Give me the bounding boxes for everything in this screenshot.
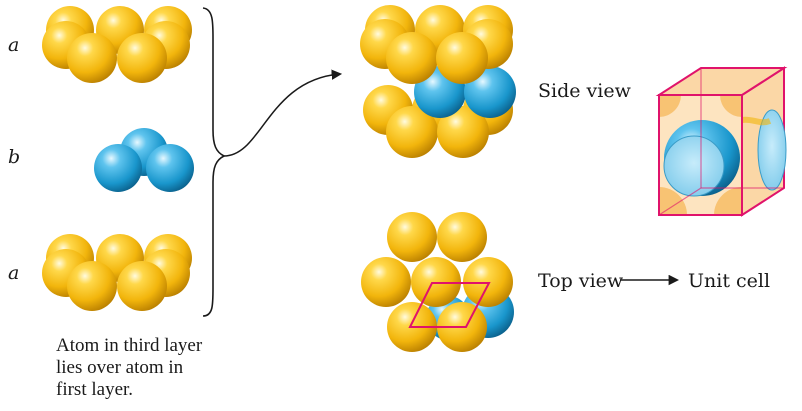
layer-a-top-atoms bbox=[42, 6, 192, 83]
layer-a-bottom-atoms bbox=[42, 234, 192, 311]
side-view-stack bbox=[360, 5, 516, 158]
grouping-brace bbox=[202, 7, 226, 317]
third-layer-caption: Atom in third layer lies over atom in fi… bbox=[56, 335, 203, 400]
top-view-packing bbox=[361, 212, 514, 352]
unit-cell-label: Unit cell bbox=[688, 270, 771, 292]
unit-cell-outline bbox=[408, 282, 491, 328]
unit-cell-prism bbox=[655, 66, 788, 217]
top-view-label: Top view bbox=[538, 270, 624, 292]
stacking-arrow bbox=[223, 69, 343, 157]
layer-b-atoms bbox=[94, 128, 194, 192]
layer-label-a-top: a bbox=[8, 34, 20, 56]
layer-label-b: b bbox=[8, 146, 21, 168]
side-view-label: Side view bbox=[538, 80, 631, 102]
layer-label-a-bottom: a bbox=[8, 262, 20, 284]
